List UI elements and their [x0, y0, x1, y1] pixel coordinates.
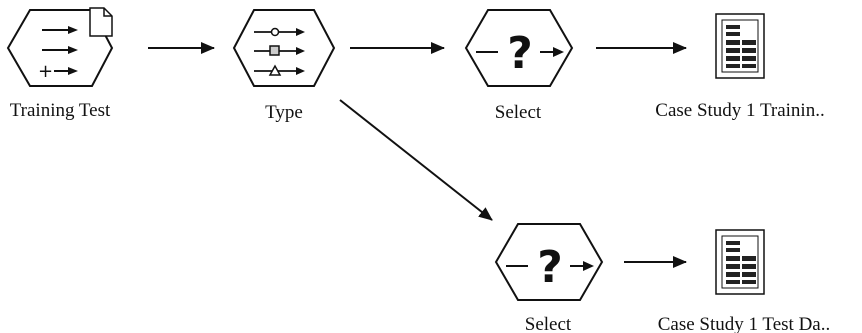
node-type[interactable]: Type — [232, 9, 336, 123]
node-label: Training Test — [10, 100, 111, 121]
node-table-2[interactable]: Case Study 1 Test Da.. — [658, 229, 830, 333]
node-select-1[interactable]: ? Select — [464, 9, 574, 123]
select-hexagon-icon: ? — [464, 9, 574, 87]
svg-text:?: ? — [507, 28, 533, 79]
node-table-1[interactable]: Case Study 1 Trainin.. — [655, 13, 825, 121]
connector-type-to-select-2 — [339, 99, 493, 221]
node-select-2[interactable]: ? Select — [494, 223, 604, 333]
node-label: Select — [525, 314, 572, 333]
node-label: Type — [265, 102, 303, 123]
connectors — [148, 42, 687, 268]
type-hexagon-icon — [232, 9, 336, 87]
table-output-icon — [715, 229, 765, 295]
node-training-test[interactable]: + Training Test — [6, 7, 114, 121]
node-label: Select — [495, 102, 542, 123]
node-label: Case Study 1 Test Da.. — [658, 314, 830, 333]
merge-hexagon-icon: + — [6, 7, 114, 87]
svg-text:+: + — [38, 61, 53, 82]
select-hexagon-icon: ? — [494, 223, 604, 301]
table-output-icon — [715, 13, 765, 79]
svg-text:?: ? — [537, 242, 563, 293]
node-label: Case Study 1 Trainin.. — [655, 100, 824, 121]
